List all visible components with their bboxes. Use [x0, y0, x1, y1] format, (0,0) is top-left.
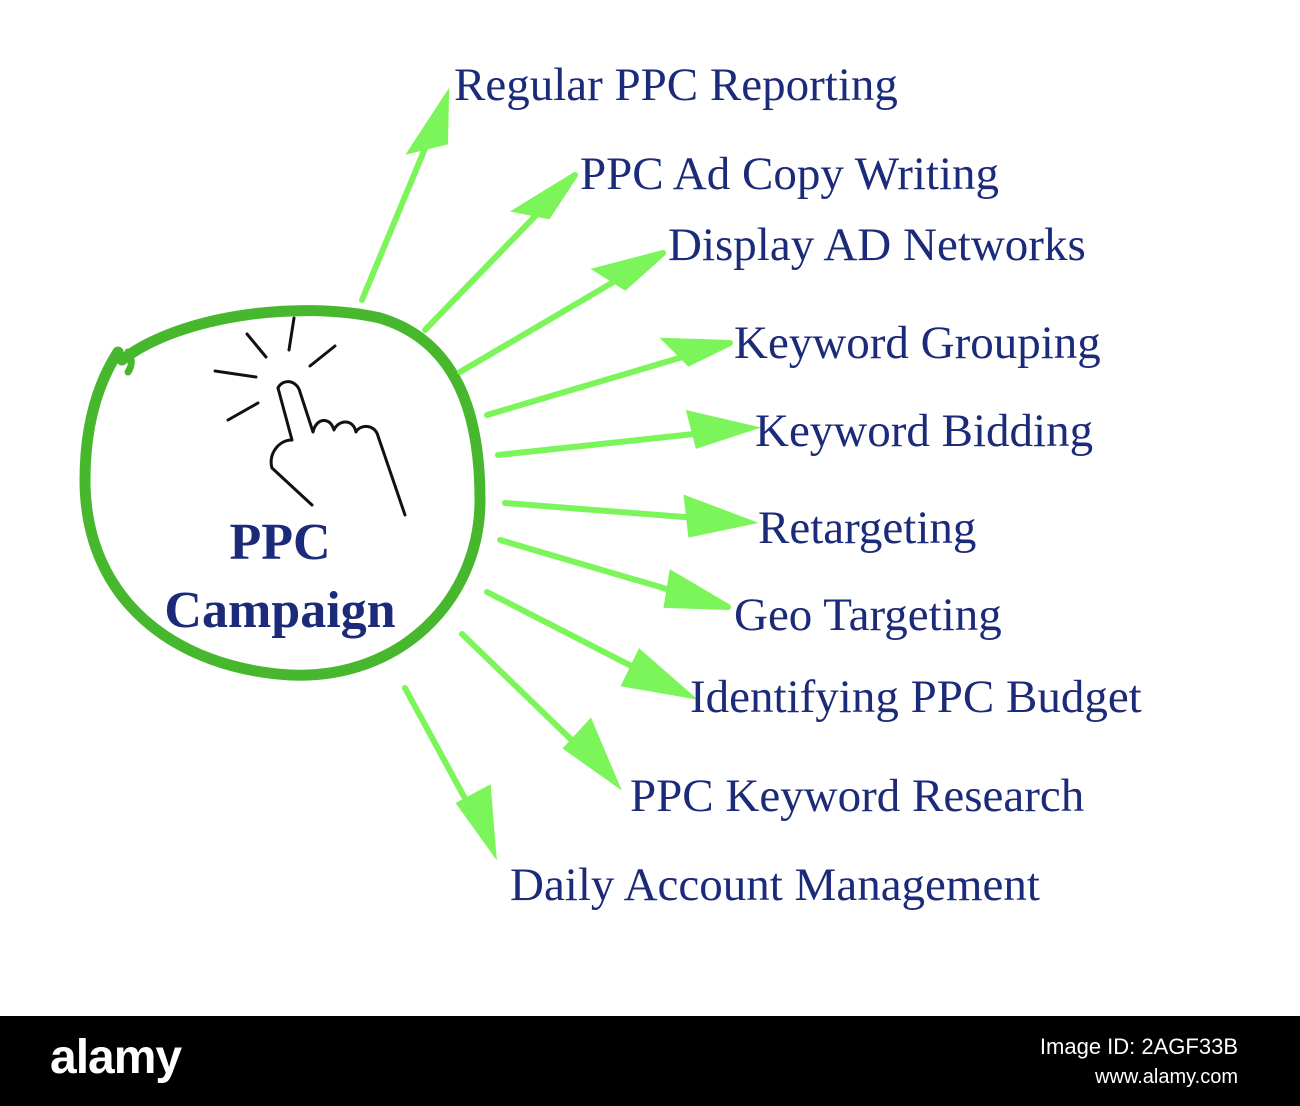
watermark-footer-bar: alamy Image ID: 2AGF33B www.alamy.com [0, 1016, 1300, 1106]
site-url-label: www.alamy.com [1095, 1066, 1238, 1088]
item-geo-targeting: Geo Targeting [734, 589, 1002, 641]
item-daily-account-management: Daily Account Management [510, 859, 1040, 911]
arrow-display-ad-networks [457, 250, 666, 375]
arrow-identifying-ppc-budget [484, 589, 699, 700]
arrow-keyword-bidding [495, 409, 762, 458]
arrow-daily-account-management [402, 685, 497, 861]
arrow-regular-ppc-reporting [359, 87, 450, 303]
item-retargeting: Retargeting [758, 502, 977, 554]
center-title-line-1: PPC [229, 514, 331, 571]
arrow-keyword-research [459, 631, 622, 791]
arrow-geo-targeting [497, 537, 731, 610]
center-title-line-2: Campaign [164, 582, 396, 639]
center-circle [79, 305, 486, 681]
diagram-canvas [79, 87, 762, 861]
item-ppc-ad-copy-writing: PPC Ad Copy Writing [580, 148, 1000, 200]
brand-logo: alamy [50, 1031, 182, 1084]
item-display-ad-networks: Display AD Networks [668, 219, 1086, 271]
arrow-ad-copy-writing [422, 172, 578, 333]
item-keyword-grouping: Keyword Grouping [734, 317, 1101, 369]
arrows [359, 87, 762, 861]
item-regular-ppc-reporting: Regular PPC Reporting [454, 59, 898, 111]
image-id-label: Image ID: 2AGF33B [1039, 1034, 1238, 1059]
hand-pointer-click-icon [213, 316, 407, 517]
item-ppc-keyword-research: PPC Keyword Research [630, 770, 1085, 822]
arrow-keyword-grouping [484, 337, 733, 418]
arrow-retargeting [502, 494, 759, 538]
item-identifying-ppc-budget: Identifying PPC Budget [690, 671, 1142, 723]
item-keyword-bidding: Keyword Bidding [755, 405, 1094, 457]
